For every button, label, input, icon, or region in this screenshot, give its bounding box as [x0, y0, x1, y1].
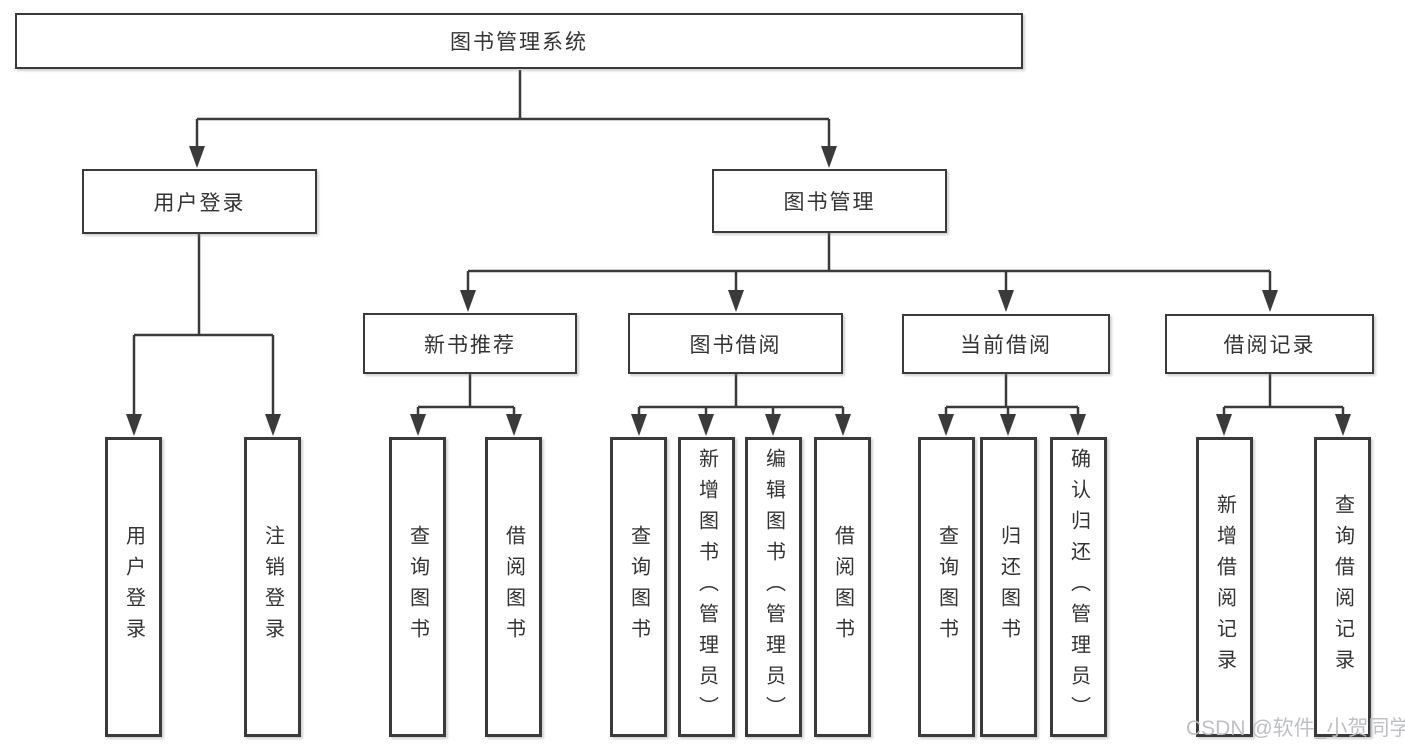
leaf-query-books: 查询图书 — [918, 437, 975, 737]
leaf-label: 用户登录 — [122, 525, 145, 649]
leaf-borrow-books: 借阅图书 — [485, 437, 542, 737]
leaf-label: 借阅图书 — [502, 525, 525, 649]
node-user-login: 用户登录 — [82, 169, 317, 234]
leaf-return-books: 归还图书 — [980, 437, 1037, 737]
leaf-label: 归还图书 — [997, 525, 1020, 649]
node-new-book-recommendation: 新书推荐 — [363, 313, 577, 374]
node-book-borrowing: 图书借阅 — [628, 313, 843, 374]
leaf-query-books: 查询图书 — [610, 437, 667, 737]
node-borrowing-records: 借阅记录 — [1165, 314, 1374, 374]
node-label: 当前借阅 — [960, 334, 1052, 357]
leaf-label: 查询图书 — [627, 525, 650, 649]
node-library-management-system: 图书管理系统 — [15, 13, 1023, 69]
csdn-watermark: CSDN @软件_小贺同学 — [1186, 717, 1405, 740]
leaf-query-books: 查询图书 — [389, 437, 446, 737]
node-label: 图书借阅 — [689, 333, 782, 357]
leaf-add-borrow-record: 新增借阅记录 — [1196, 437, 1253, 737]
leaf-edit-book-admin: 编辑图书（管理员） — [745, 437, 802, 737]
leaf-query-borrow-record: 查询借阅记录 — [1314, 437, 1371, 737]
leaf-label: 查询图书 — [406, 525, 429, 649]
leaf-label: 注销登录 — [261, 525, 284, 649]
leaf-label: 新增图书（管理员） — [695, 447, 718, 727]
leaf-borrow-books: 借阅图书 — [814, 437, 871, 737]
node-book-management: 图书管理 — [712, 169, 947, 233]
node-label: 图书管理 — [783, 191, 876, 214]
node-label: 新书推荐 — [424, 333, 516, 357]
leaf-label: 借阅图书 — [831, 525, 854, 649]
leaf-add-book-admin: 新增图书（管理员） — [678, 437, 735, 737]
node-label: 借阅记录 — [1223, 334, 1316, 357]
leaf-logout: 注销登录 — [244, 437, 301, 737]
leaf-label: 编辑图书（管理员） — [762, 447, 785, 727]
leaf-confirm-return-admin: 确认归还（管理员） — [1050, 437, 1107, 737]
leaf-label: 新增借阅记录 — [1213, 494, 1236, 680]
leaf-user-login: 用户登录 — [105, 437, 162, 737]
node-label: 用户登录 — [153, 191, 246, 215]
leaf-label: 查询图书 — [935, 525, 958, 649]
node-label: 图书管理系统 — [450, 31, 588, 54]
leaf-label: 查询借阅记录 — [1331, 494, 1354, 680]
leaf-label: 确认归还（管理员） — [1067, 447, 1090, 727]
node-current-borrowing: 当前借阅 — [902, 314, 1110, 374]
